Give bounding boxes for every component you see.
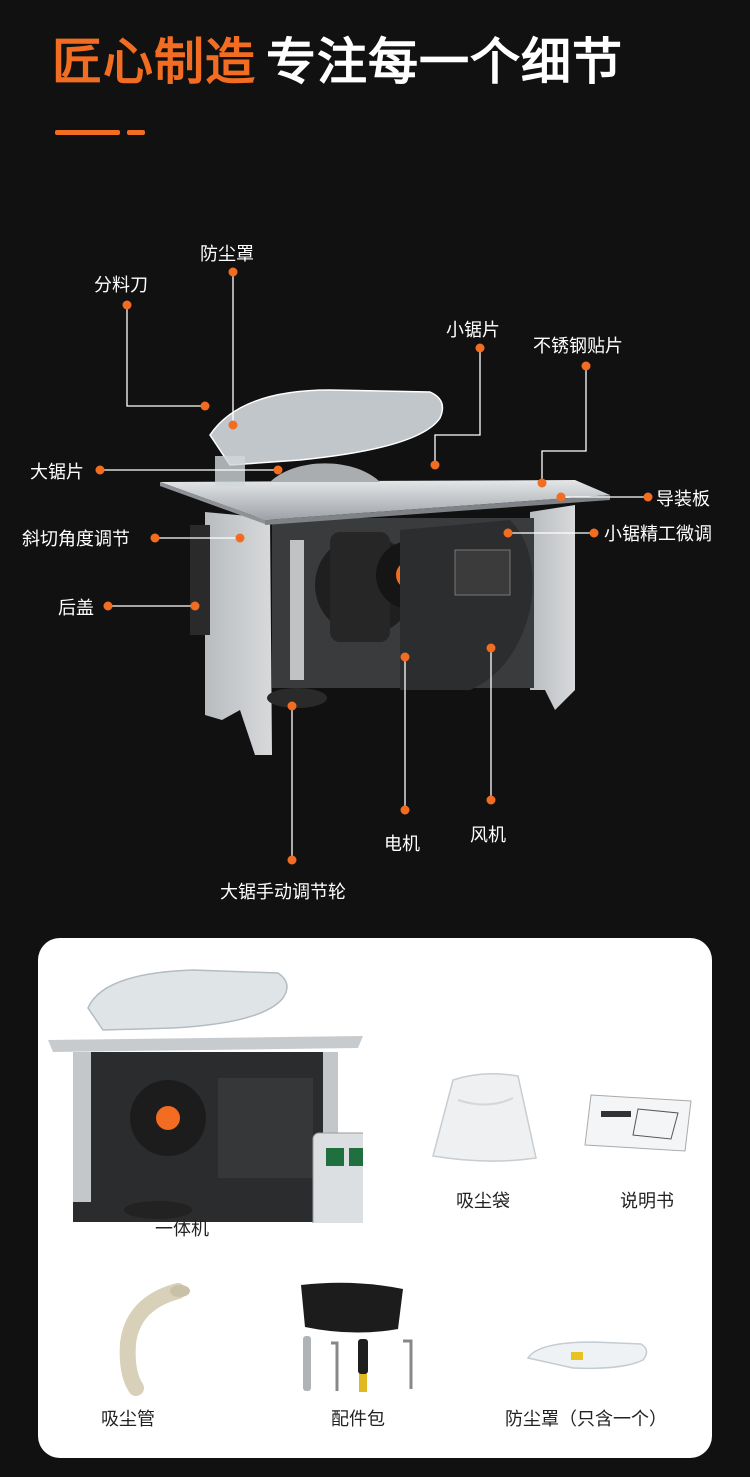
- callout-bevel-adjust: 斜切角度调节: [22, 529, 130, 550]
- callout-riving-knife: 分料刀: [94, 275, 148, 296]
- package-item-label: 吸尘袋: [456, 1191, 510, 1212]
- callout-large-blade: 大锯片: [30, 462, 84, 483]
- callout-small-blade: 小锯片: [446, 320, 500, 341]
- package-item-label: 防尘罩（只含一个）: [505, 1409, 667, 1430]
- headline-accent: 匠心制造: [52, 33, 256, 91]
- callout-anti-dust-cover: 防尘罩: [200, 244, 254, 265]
- blade-guard-icon: [526, 1341, 648, 1370]
- callout-motor: 电机: [384, 834, 420, 855]
- callout-rear-cover: 后盖: [58, 598, 94, 619]
- headline-underline-dot: [127, 130, 145, 135]
- page-headline: 匠心制造专注每一个细节: [52, 22, 623, 94]
- package-contents-panel: 一体机 吸尘袋 说明书 吸尘管 配件包 防尘罩（只含一个）: [38, 938, 712, 1458]
- manual-icon: [584, 1094, 692, 1152]
- callout-fan: 风机: [470, 825, 506, 846]
- callout-small-saw-fine-adjust: 小锯精工微调: [604, 524, 712, 545]
- headline-underline: [55, 130, 120, 135]
- dust-hose-icon: [119, 1283, 190, 1396]
- table-saw-unit-icon: [48, 969, 363, 1223]
- package-item-label: 说明书: [620, 1191, 674, 1212]
- package-item-label: 一体机: [155, 1219, 209, 1240]
- callout-handwheel: 大锯手动调节轮: [220, 882, 346, 903]
- package-item-label: 吸尘管: [101, 1409, 155, 1430]
- dust-bag-icon: [432, 1073, 537, 1162]
- package-item-label: 配件包: [331, 1409, 385, 1430]
- product-diagram: 防尘罩 分料刀 小锯片 不锈钢贴片 大锯片 导装板 斜切角度调节 小锯精工微调 …: [0, 220, 750, 920]
- table-saw-illustration: [95, 267, 653, 865]
- callout-guide-plate: 导装板: [656, 489, 710, 510]
- accessory-kit-icon: [301, 1282, 413, 1392]
- headline-rest: 专注每一个细节: [266, 33, 623, 91]
- callout-stainless-plate: 不锈钢贴片: [533, 336, 623, 357]
